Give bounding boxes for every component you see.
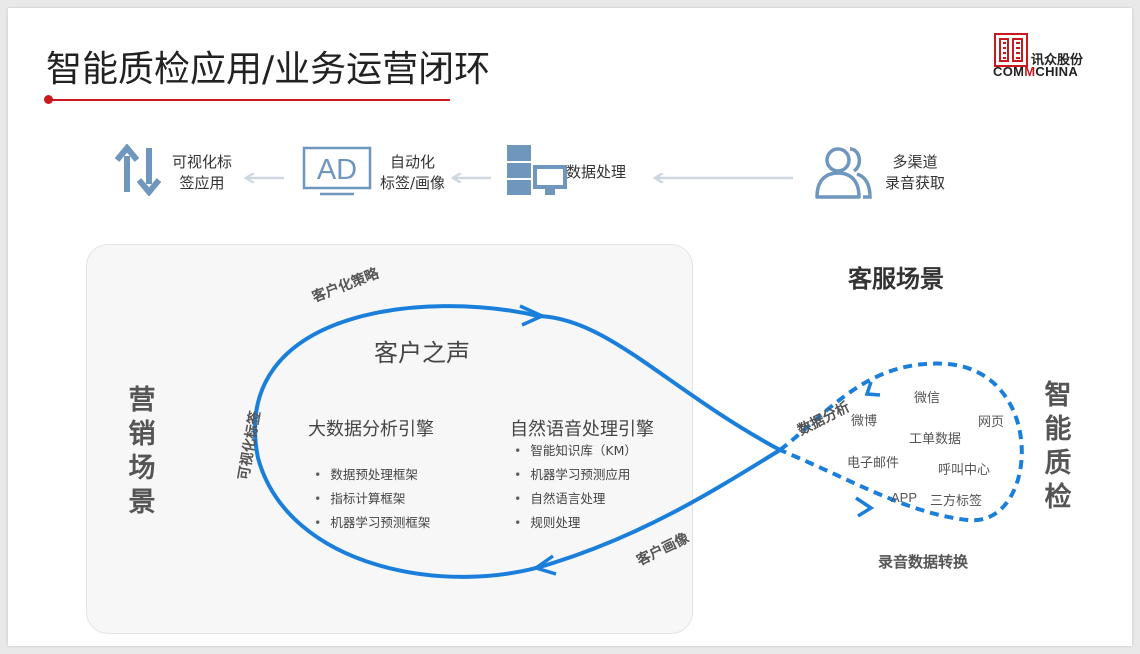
channel-ticket: 工单数据 (909, 432, 962, 447)
big-data-engine-list: 数据预处理框架 指标计算框架 机器学习预测框架 (312, 463, 430, 535)
ad-monitor-icon: AD (302, 146, 372, 196)
quality-inspection-label: 智能质检 (1044, 380, 1072, 513)
flow-arrow-2 (451, 173, 491, 183)
service-scene-title: 客服场景 (848, 265, 944, 293)
nlp-engine-title: 自然语音处理引擎 (510, 419, 654, 440)
loop-diagram (253, 304, 1024, 579)
flow-step-data-processing-label: 数据处理 (566, 163, 627, 181)
list-item: 机器学习预测框架 (312, 511, 430, 535)
flow-step-auto-tags-label: 自动化标签/画像 (380, 153, 446, 192)
list-item: 智能知识库（KM） (512, 439, 636, 463)
channel-weixin: 微信 (914, 391, 941, 406)
logo-seal-icon (994, 33, 1028, 67)
channel-weibo: 微博 (851, 414, 878, 429)
nlp-engine-list: 智能知识库（KM） 机器学习预测应用 自然语言处理 规则处理 (512, 439, 637, 535)
quality-loop-path (776, 361, 1024, 523)
flow-step-visual-tags-label: 可视化标签应用 (172, 153, 233, 192)
list-item: 指标计算框架 (312, 487, 430, 511)
channel-callcenter: 呼叫中心 (938, 463, 991, 478)
loop-arrowhead-portrait (532, 554, 557, 576)
channel-app: APP (891, 490, 918, 505)
list-item: 规则处理 (512, 511, 637, 535)
channel-web: 网页 (978, 415, 1005, 430)
marketing-scene-label: 营销场景 (128, 385, 156, 518)
loop-arrowhead-conversion (855, 496, 875, 518)
logo-cn-text: 讯众股份 (1031, 53, 1084, 68)
list-item: 自然语言处理 (512, 487, 637, 511)
flow-arrow-3 (653, 173, 793, 183)
flow-step-recording-label: 多渠道录音获取 (885, 153, 946, 192)
channel-email: 电子邮件 (847, 456, 900, 471)
title-underline (48, 99, 450, 101)
list-item: 机器学习预测应用 (512, 463, 637, 487)
marketing-loop-path (253, 304, 785, 579)
big-data-engine-title: 大数据分析引擎 (308, 419, 434, 440)
loop-arrowhead-strategy (519, 304, 547, 327)
users-icon (815, 147, 872, 199)
page-title: 智能质检应用/业务运营闭环 (46, 49, 491, 90)
recording-conversion-label: 录音数据转换 (878, 553, 969, 571)
voice-of-customer-title: 客户之声 (374, 339, 470, 367)
up-down-arrows-icon (114, 144, 162, 196)
channel-third-party: 三方标签 (930, 494, 983, 509)
title-underline-dot (44, 95, 53, 104)
loop-arrowhead-analysis (864, 381, 881, 397)
list-item: 数据预处理框架 (312, 463, 430, 487)
svg-text:AD: AD (317, 154, 357, 186)
logo-en-text: COMMCHINA (993, 64, 1079, 79)
flow-arrow-1 (244, 173, 284, 183)
server-computer-icon (507, 145, 567, 195)
slide: 智能质检应用/业务运营闭环 讯众股份 COMMCHINA 可视化标签应用 AD … (8, 8, 1132, 646)
